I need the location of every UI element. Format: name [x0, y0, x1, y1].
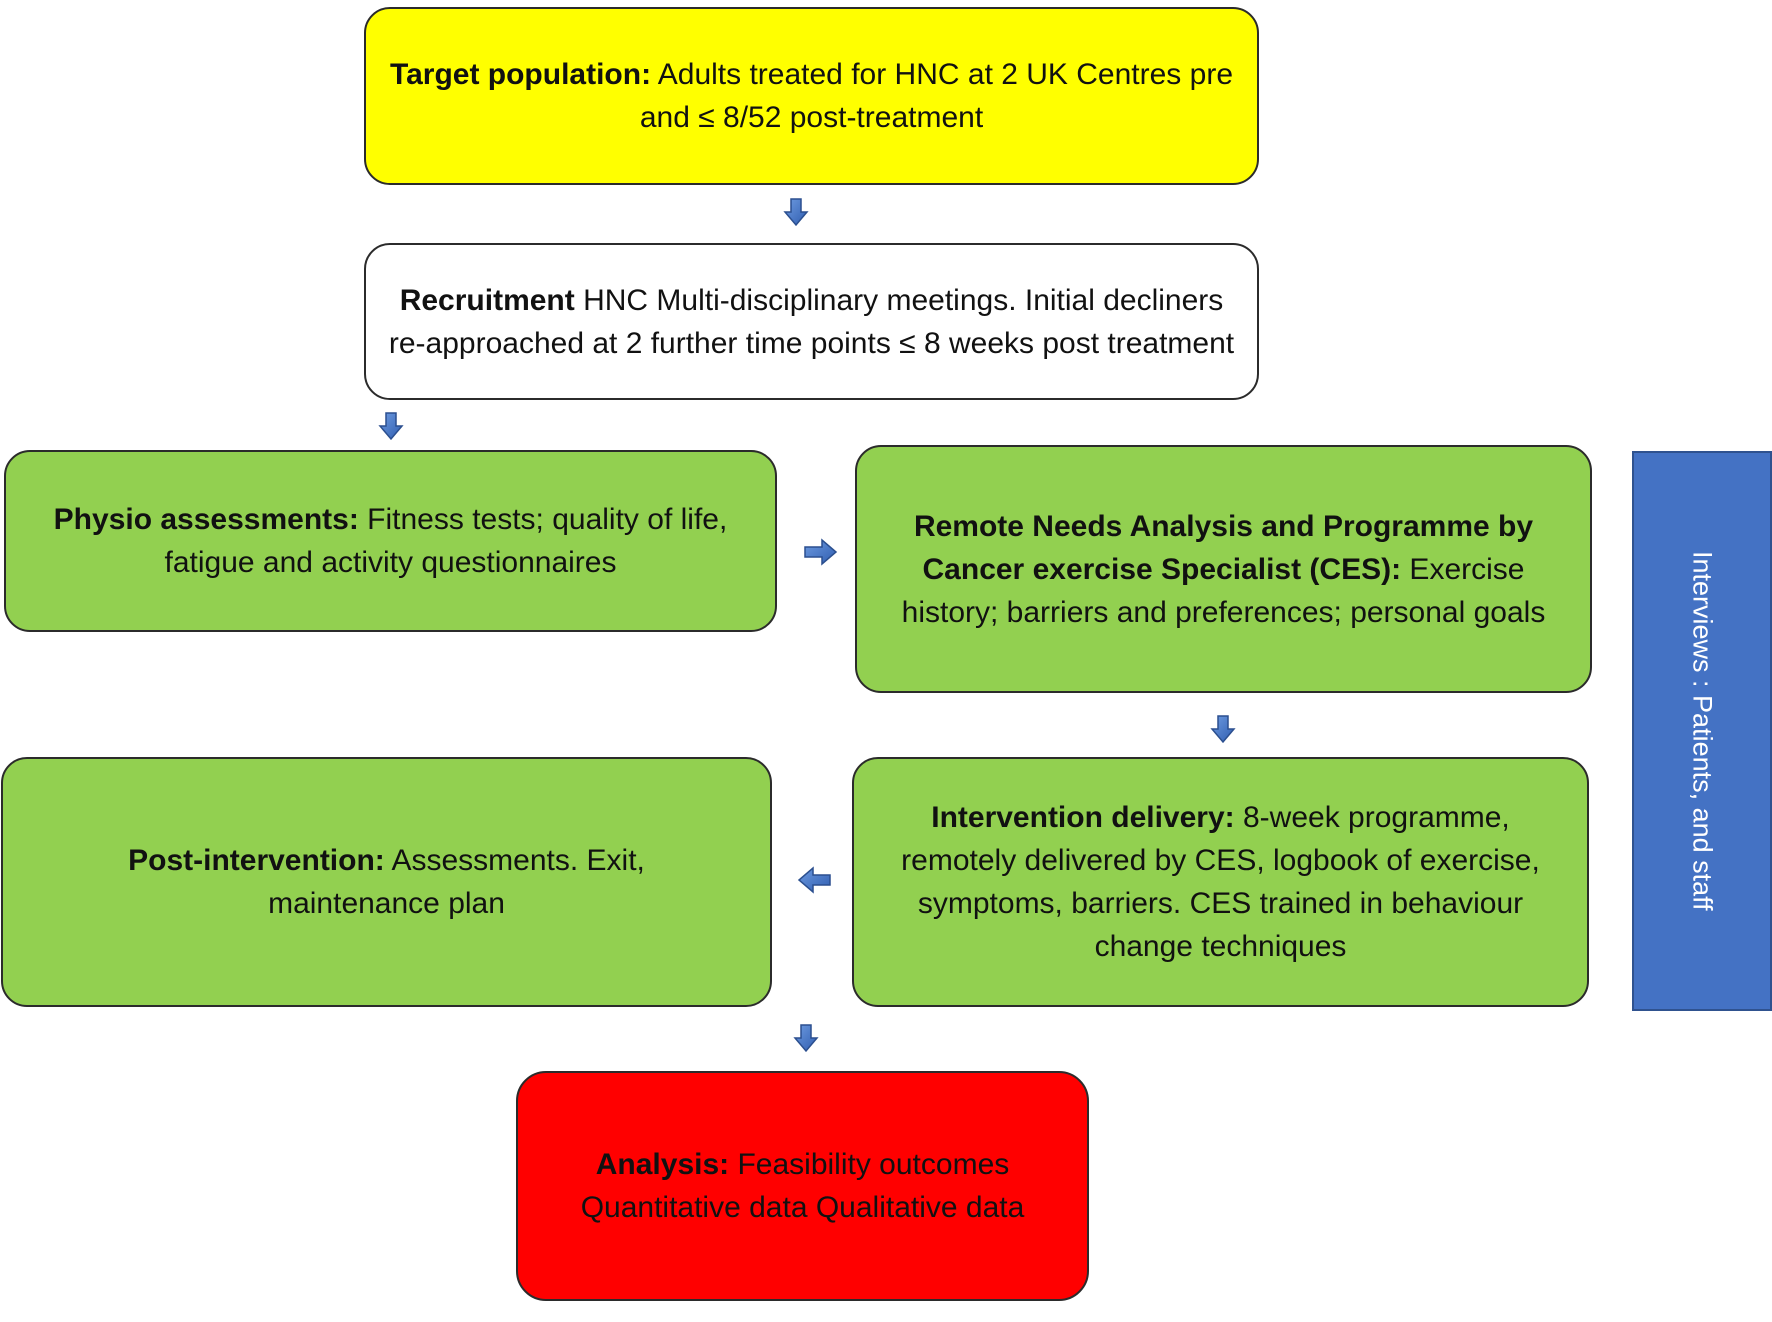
physio-assessments-label: Physio assessments:	[53, 503, 359, 536]
intervention-delivery-text: 8-week programme, remotely delivered by …	[901, 801, 1540, 963]
intervention-delivery-label: Intervention delivery:	[931, 801, 1235, 834]
intervention-delivery-box: Intervention delivery: 8-week programme,…	[852, 757, 1589, 1007]
remote-needs-analysis-text: Exercise history; barriers and preferenc…	[901, 552, 1546, 629]
arrow-recruitment-to-physio	[378, 412, 404, 441]
target-population-label: Target population:	[389, 58, 652, 91]
arrow-remote-to-intervention	[1210, 715, 1236, 744]
arrow-intervention-to-post	[797, 866, 831, 894]
recruitment-box: Recruitment HNC Multi-disciplinary meeti…	[364, 243, 1259, 400]
remote-needs-analysis-box: Remote Needs Analysis and Programme by C…	[855, 445, 1592, 693]
remote-needs-analysis-label: Remote Needs Analysis and Programme by C…	[913, 509, 1534, 586]
physio-assessments-text: Fitness tests; quality of life, fatigue …	[164, 503, 728, 579]
analysis-label: Analysis:	[595, 1148, 730, 1181]
target-population-box: Target population: Adults treated for HN…	[364, 7, 1259, 185]
post-intervention-box: Post-intervention: Assessments. Exit, ma…	[1, 757, 772, 1007]
interviews-side-bar: Interviews : Patients, and staff	[1632, 451, 1772, 1011]
arrow-post-to-analysis	[793, 1024, 819, 1053]
arrow-target-to-recruitment	[783, 198, 809, 227]
post-intervention-text: Assessments. Exit, maintenance plan	[268, 844, 645, 920]
analysis-box: Analysis: Feasibility outcomes Quantitat…	[516, 1071, 1089, 1301]
post-intervention-label: Post-intervention:	[128, 844, 385, 877]
target-population-text: Adults treated for HNC at 2 UK Centres p…	[639, 58, 1234, 134]
physio-assessments-box: Physio assessments: Fitness tests; quali…	[4, 450, 777, 632]
recruitment-text: HNC Multi-disciplinary meetings. Initial…	[388, 283, 1235, 360]
recruitment-label: Recruitment	[399, 283, 575, 317]
arrow-physio-to-remote	[804, 538, 838, 566]
interviews-side-bar-text: Interviews : Patients, and staff	[1687, 551, 1718, 911]
analysis-text: Feasibility outcomes Quantitative data Q…	[580, 1148, 1025, 1224]
